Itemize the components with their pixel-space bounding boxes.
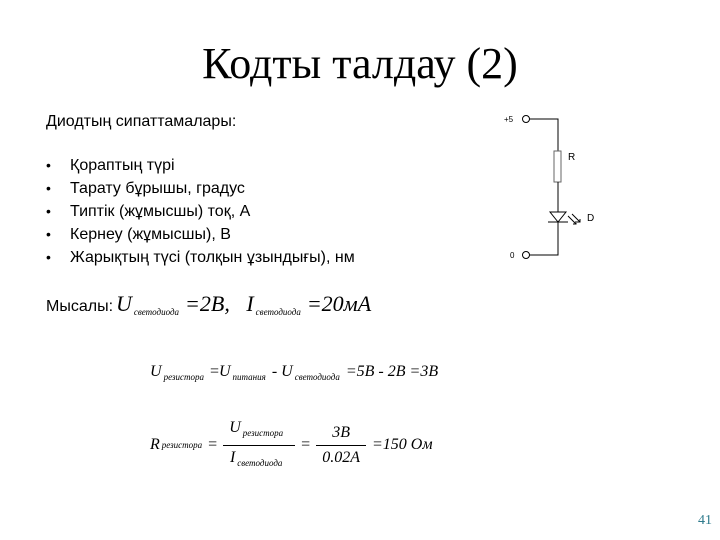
svg-text:R: R bbox=[568, 152, 575, 163]
ground-label: 0 bbox=[510, 251, 515, 260]
supply-terminal-icon bbox=[522, 115, 530, 123]
bullet-icon: • bbox=[46, 226, 51, 242]
ground-terminal-icon bbox=[522, 251, 530, 259]
led-circuit-diagram: +5 R D 0 bbox=[504, 115, 594, 260]
characteristics-list: •Қораптың түрі •Тарату бұрышы, градус •Т… bbox=[46, 154, 355, 269]
fraction-numeric: 3B 0.02A bbox=[316, 421, 366, 470]
list-item: •Тарату бұрышы, градус bbox=[46, 177, 355, 200]
list-item: •Қораптың түрі bbox=[46, 154, 355, 177]
list-item: •Жарықтың түсі (толқын ұзындығы), нм bbox=[46, 246, 355, 269]
bullet-icon: • bbox=[46, 203, 51, 219]
list-item: •Типтік (жұмысшы) тоқ, А bbox=[46, 200, 355, 223]
led-diode-icon bbox=[548, 211, 581, 225]
diode-characteristics-heading: Диодтың сипаттамалары: bbox=[46, 113, 237, 130]
bullet-icon: • bbox=[46, 180, 51, 196]
page-number: 41 bbox=[698, 513, 712, 528]
bullet-icon: • bbox=[46, 249, 51, 265]
bullet-icon: • bbox=[46, 157, 51, 173]
example-label: Мысалы: bbox=[46, 298, 114, 315]
svg-text:D: D bbox=[587, 213, 594, 224]
slide-title: Кодты талдау (2) bbox=[202, 39, 518, 88]
resistor-icon bbox=[553, 150, 562, 183]
list-item: •Кернеу (жұмысшы), В bbox=[46, 223, 355, 246]
supply-label: +5 bbox=[504, 115, 514, 124]
